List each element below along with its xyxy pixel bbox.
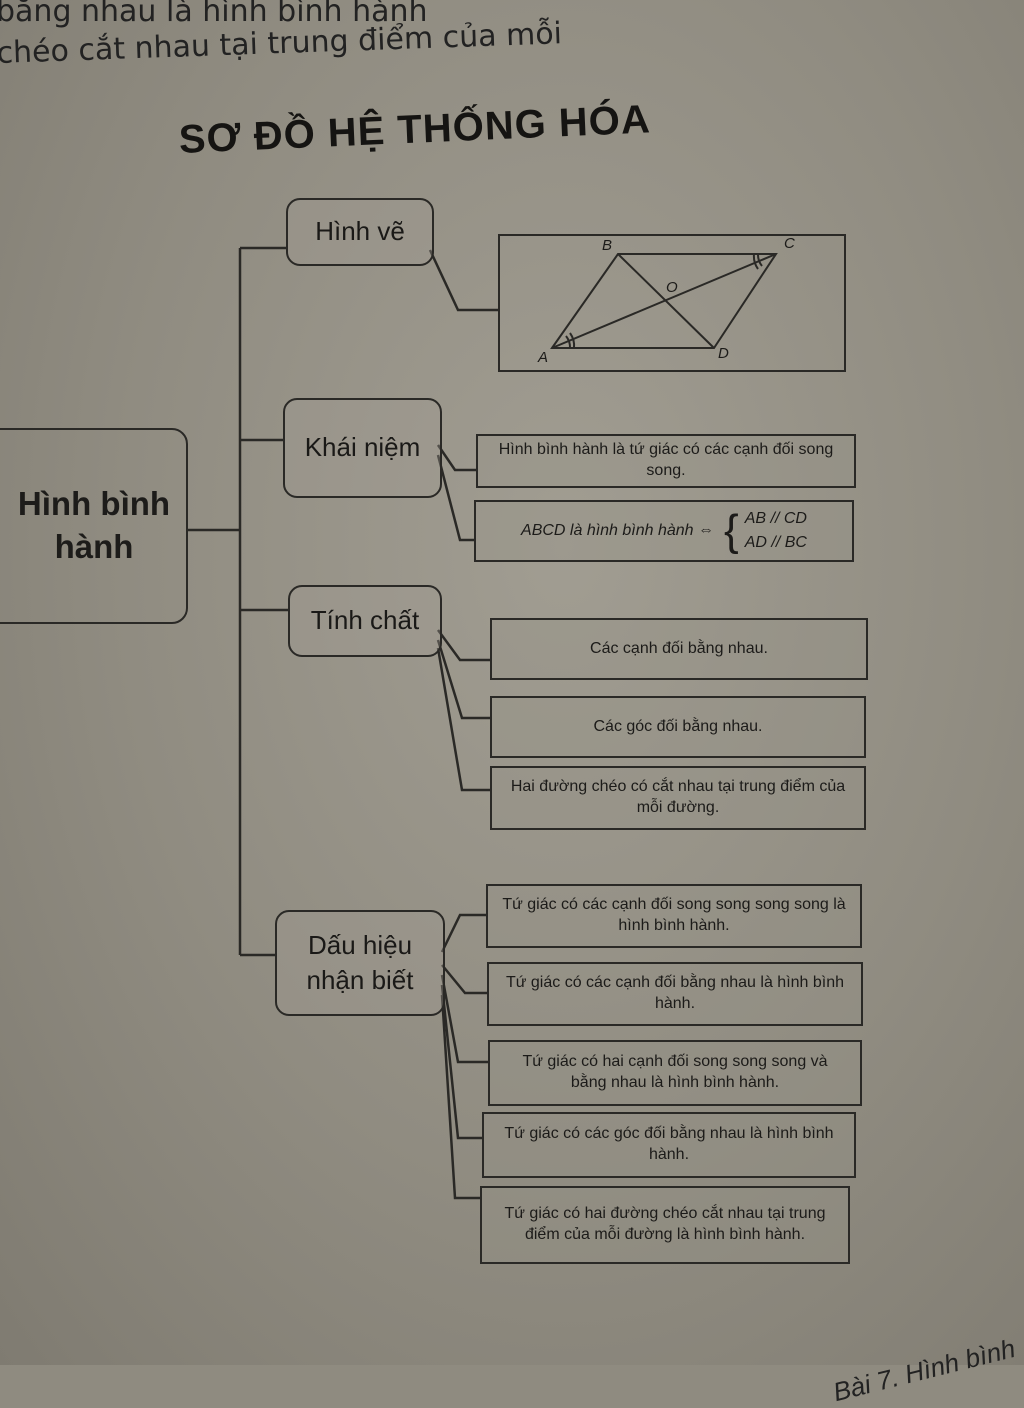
- page-background: [0, 0, 1024, 1365]
- connector-lines: [188, 246, 498, 1200]
- sign-text: Tứ giác có hai cạnh đối song song song v…: [522, 1053, 828, 1091]
- sign-box-4: Tứ giác có các góc đối bằng nhau là hình…: [482, 1112, 856, 1178]
- sign-box-5: Tứ giác có hai đường chéo cắt nhau tại t…: [480, 1186, 850, 1264]
- branch-hinh-ve: Hình vẽ: [286, 198, 434, 266]
- concept-formula-box: ABCD là hình bình hành ⇔ { AB // CD AD /…: [474, 500, 854, 562]
- concept-formula-line-2: AD // BC: [744, 534, 807, 551]
- angle-mark-c: [757, 253, 763, 267]
- property-box-2: Các góc đối bằng nhau.: [490, 696, 866, 758]
- property-text: Hai đường chéo có cắt nhau tại trung điể…: [510, 778, 846, 816]
- property-box-3: Hai đường chéo có cắt nhau tại trung điể…: [490, 766, 866, 830]
- angle-mark-c-2: [752, 253, 759, 270]
- sign-box-3: Tứ giác có hai cạnh đối song song song v…: [488, 1040, 862, 1106]
- branch-hinh-ve-label: Hình vẽ: [315, 216, 405, 247]
- top-text-line-1: bằng nhau là hình bình hành: [0, 0, 428, 29]
- root-node: Hình bình hành: [0, 428, 188, 624]
- angle-mark-a-2: [569, 332, 576, 349]
- branch-khai-niem: Khái niệm: [283, 398, 442, 498]
- vertex-label-c: C: [784, 236, 795, 252]
- branch-khai-niem-label: Khái niệm: [304, 432, 421, 463]
- concept-definition-box: Hình bình hành là tứ giác có các cạnh đố…: [476, 434, 856, 488]
- sign-text: Tứ giác có các cạnh đối song song song s…: [502, 896, 846, 934]
- sign-box-2: Tứ giác có các cạnh đối bằng nhau là hìn…: [487, 962, 863, 1026]
- brace-symbol: {: [724, 506, 739, 555]
- vertex-label-a: A: [537, 349, 548, 366]
- property-box-1: Các cạnh đối bằng nhau.: [490, 618, 868, 680]
- branch-dau-hieu-line-2: nhận biết: [306, 965, 414, 995]
- vertex-label-d: D: [718, 345, 729, 362]
- property-text: Các cạnh đối bằng nhau.: [590, 639, 768, 657]
- parallelogram-figure-box: A B C D O: [498, 234, 846, 372]
- sign-text: Tứ giác có các góc đối bằng nhau là hình…: [504, 1125, 834, 1163]
- concept-formula-left: ABCD là hình bình hành ⇔: [521, 521, 715, 539]
- sign-box-1: Tứ giác có các cạnh đối song song song s…: [486, 884, 862, 948]
- concept-formula-line-1: AB // CD: [744, 510, 807, 527]
- branch-dau-hieu-line-1: Dấu hiệu: [307, 929, 413, 960]
- sign-text: Tứ giác có các cạnh đối bằng nhau là hìn…: [505, 974, 845, 1012]
- angle-mark-a: [565, 335, 571, 349]
- property-text: Các góc đối bằng nhau.: [593, 717, 763, 735]
- sign-text: Tứ giác có hai đường chéo cắt nhau tại t…: [504, 1205, 826, 1243]
- root-label-line-1: Hình bình: [17, 485, 171, 523]
- vertex-label-b: B: [602, 237, 612, 254]
- root-label-line-2: hành: [54, 528, 134, 565]
- center-label-o: O: [666, 279, 678, 296]
- branch-tinh-chat: Tính chất: [288, 585, 442, 657]
- parallelogram-figure: A B C D O: [537, 235, 795, 366]
- branch-tinh-chat-label: Tính chất: [310, 605, 420, 636]
- diagonal-ac: [551, 253, 777, 349]
- diagonal-bd: [617, 253, 715, 349]
- concept-definition: Hình bình hành là tứ giác có các cạnh đố…: [498, 441, 834, 479]
- branch-dau-hieu: Dấu hiệu nhận biết: [275, 910, 445, 1016]
